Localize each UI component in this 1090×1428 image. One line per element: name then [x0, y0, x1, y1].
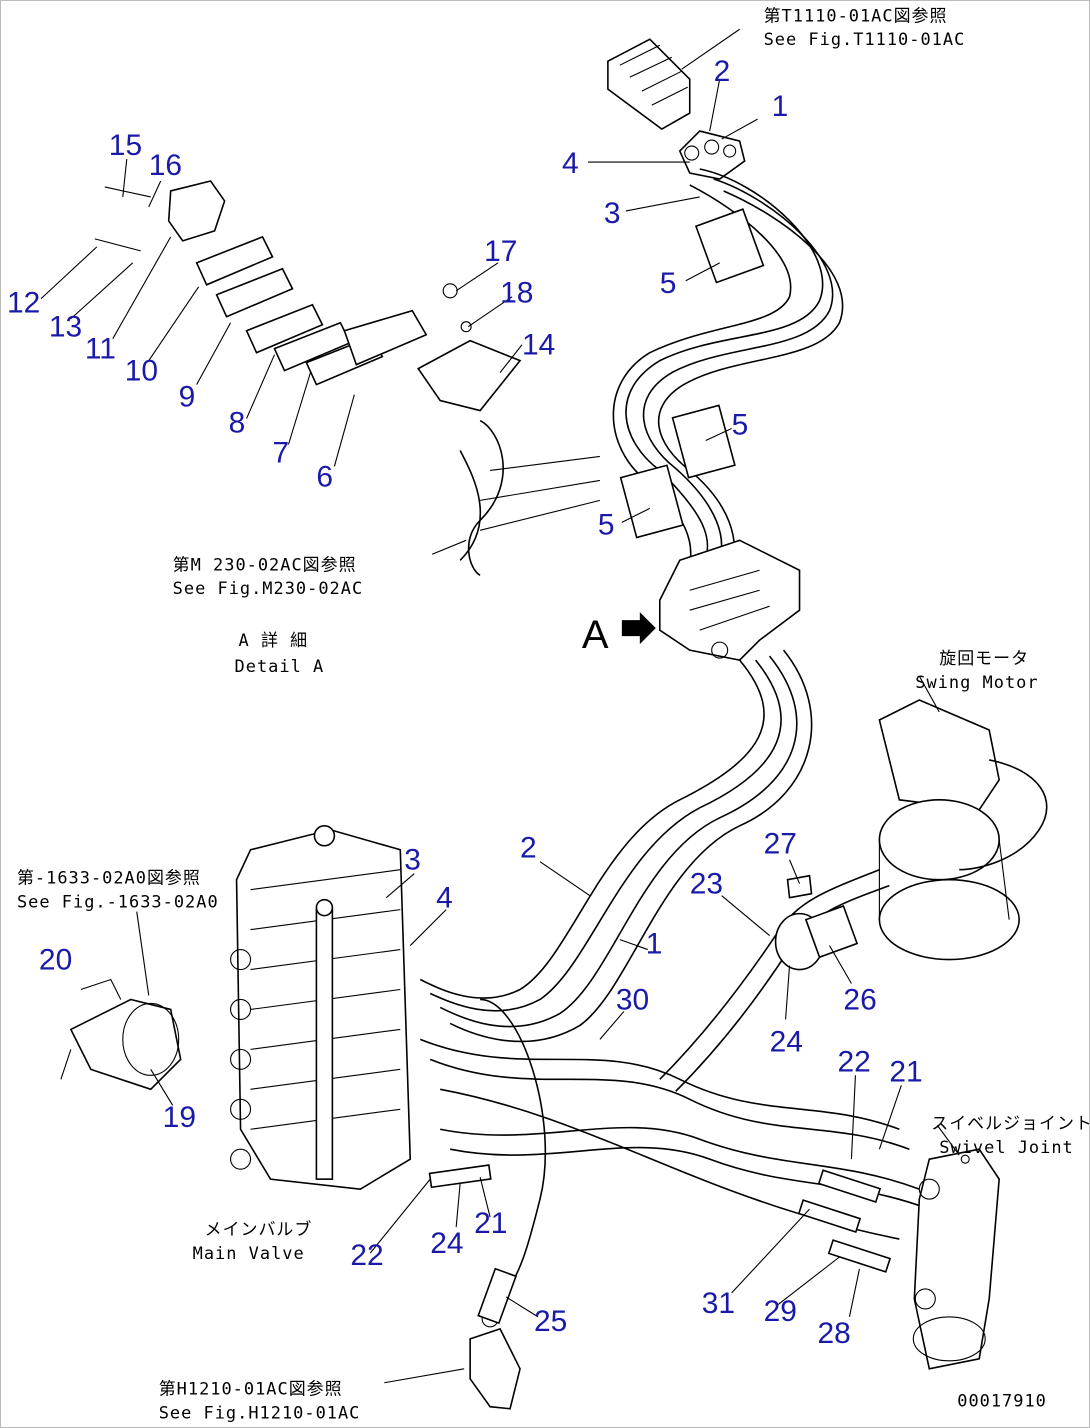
callout-19: 19 [163, 1101, 196, 1134]
callouts: 1 2 3 4 5 5 5 6 7 8 9 10 11 12 13 14 15 … [7, 55, 923, 1350]
note-fig-h1210-en: See Fig.H1210-01AC [159, 1403, 361, 1423]
note-swivel-en: Swivel Joint [939, 1137, 1073, 1157]
callout-18: 18 [500, 277, 533, 310]
callout-26: 26 [843, 983, 876, 1016]
callout-1-bottom: 1 [646, 928, 663, 961]
swing-hoses [659, 868, 890, 1092]
note-fig-t1110-en: See Fig.T1110-01AC [764, 29, 966, 49]
connector-19-20 [60, 978, 182, 1091]
arrow-a-icon [621, 612, 656, 645]
callout-6: 6 [316, 460, 333, 493]
callout-11: 11 [85, 333, 116, 366]
callout-21-b: 21 [474, 1207, 507, 1240]
callout-22-a: 22 [837, 1045, 870, 1078]
callout-21-a: 21 [889, 1055, 922, 1088]
note-fig-1633-en: See Fig.-1633-02A0 [17, 892, 219, 912]
callout-5-a: 5 [660, 267, 677, 300]
callout-31: 31 [702, 1287, 735, 1320]
note-swing-motor-en: Swing Motor [915, 672, 1038, 692]
label-arrow-a: A [582, 613, 609, 657]
callout-17: 17 [484, 235, 517, 268]
callout-24-a: 24 [770, 1025, 803, 1058]
callout-4-top: 4 [562, 147, 579, 180]
note-main-valve-en: Main Valve [193, 1243, 305, 1263]
callout-7: 7 [273, 436, 290, 469]
main-valve [230, 824, 412, 1190]
swing-motor [878, 699, 1048, 961]
note-fig-m230-jp: 第M 230-02AC図参照 [173, 554, 357, 574]
callout-29: 29 [764, 1295, 797, 1328]
callout-24-b: 24 [430, 1227, 463, 1260]
callout-2-top: 2 [714, 55, 731, 88]
callout-3-top: 3 [604, 197, 621, 230]
callout-8: 8 [229, 407, 246, 440]
upper-hose-bundle [612, 168, 844, 579]
note-detail-a-en: Detail A [235, 656, 325, 676]
callout-28: 28 [817, 1317, 850, 1350]
leader-lines [40, 79, 960, 1384]
note-fig-t1110-jp: 第T1110-01AC図参照 [764, 5, 948, 25]
callout-30: 30 [616, 983, 649, 1016]
callout-22-b: 22 [350, 1239, 383, 1272]
note-main-valve-jp: メインバルブ [205, 1219, 313, 1239]
detail-a-block [621, 539, 801, 661]
callout-23: 23 [690, 868, 723, 901]
drawing-number: 00017910 [957, 1391, 1047, 1411]
note-swing-motor-jp: 旋回モータ [939, 648, 1029, 668]
callout-20: 20 [39, 944, 72, 977]
swivel-joint [912, 1148, 1000, 1370]
callout-9: 9 [179, 381, 196, 414]
callout-13: 13 [49, 311, 82, 344]
note-fig-m230-en: See Fig.M230-02AC [173, 578, 363, 598]
note-fig-h1210-jp: 第H1210-01AC図参照 [159, 1379, 343, 1399]
callout-3-bottom: 3 [404, 844, 421, 877]
callout-1-top: 1 [772, 90, 789, 123]
callout-2-bottom: 2 [520, 832, 537, 865]
note-swivel-jp: スイベルジョイント [931, 1113, 1090, 1133]
note-fig-1633-jp: 第-1633-02A0図参照 [17, 868, 201, 888]
callout-10: 10 [125, 355, 158, 388]
middle-hose-bundle [419, 649, 813, 1043]
callout-5-b: 5 [732, 409, 749, 442]
exploded-clamp-assembly [94, 180, 601, 576]
callout-4-bottom: 4 [436, 882, 453, 915]
fitting-25 [469, 1267, 521, 1410]
callout-16: 16 [149, 149, 182, 182]
callout-25: 25 [534, 1305, 567, 1338]
callout-14: 14 [522, 329, 555, 362]
callout-5-c: 5 [598, 508, 615, 541]
lower-hose-bundle [419, 998, 930, 1300]
notes: 第T1110-01AC図参照 See Fig.T1110-01AC 第M 230… [17, 5, 1090, 1423]
callout-27: 27 [764, 828, 797, 861]
top-connector-block [607, 28, 746, 180]
note-detail-a-jp: A 詳 細 [239, 630, 309, 650]
callout-12: 12 [7, 287, 40, 320]
callout-15: 15 [109, 129, 142, 162]
